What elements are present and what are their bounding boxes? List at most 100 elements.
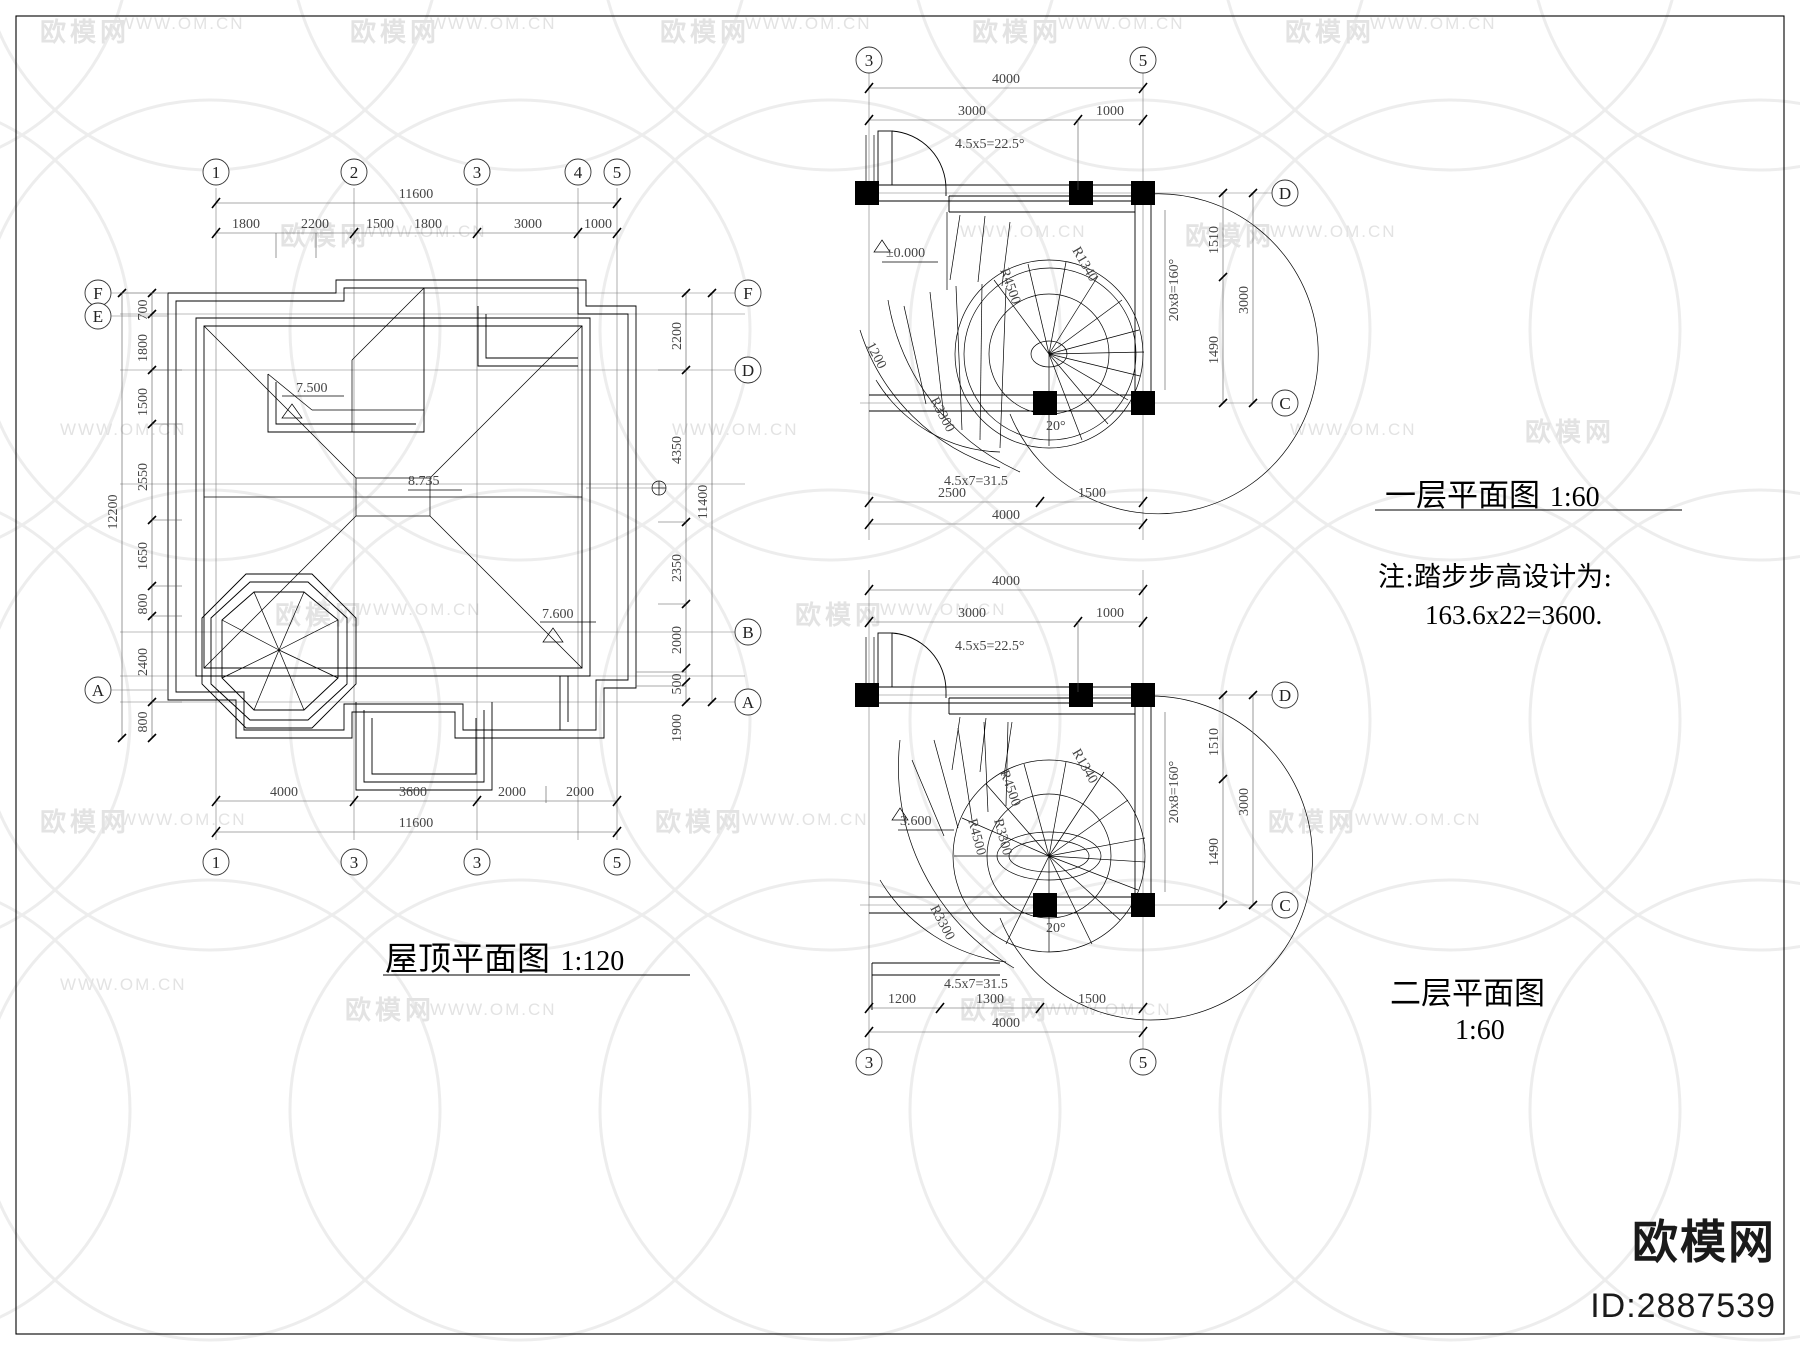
floor1-plan-title: 一层平面图 1:60 — [1385, 478, 1600, 514]
roof-bottom-seg-1: 3600 — [399, 785, 427, 800]
floor1-top-seg-1: 1000 — [1096, 104, 1124, 119]
level-mark-floor1: ±0.000 — [873, 239, 938, 263]
floor1-width-note: 1200 — [862, 340, 888, 372]
grid-bubble-top-1: 1 — [212, 163, 221, 182]
brand-logo: 欧模网 — [1632, 1215, 1776, 1269]
floor2-top-overall: 4000 — [992, 574, 1020, 589]
grid-bubble-right-A: A — [742, 693, 755, 712]
floor1-stair-plan-group: ±0.000 4000 3000 1000 3 5 — [855, 46, 1319, 540]
floor2-grid-right-C: C — [1279, 896, 1290, 915]
floor2-grid-right-D: D — [1279, 686, 1291, 705]
level-mark-floor2: 3.600 — [891, 807, 954, 831]
roof-left-seg-3: 2550 — [136, 463, 151, 491]
roof-bottom-seg-2: 2000 — [498, 785, 526, 800]
floor1-grid-top-5: 5 — [1139, 51, 1148, 70]
floor1-bottom-dims: 2500 1500 4000 — [864, 486, 1148, 530]
floor2-right-seg-1: 1490 — [1207, 838, 1222, 866]
roof-left-dims: 700 1800 1500 2550 1650 800 2400 800 122… — [106, 288, 182, 743]
roof-top-seg-0: 1800 — [232, 217, 260, 232]
floor2-radius-3: R3300 — [990, 817, 1014, 857]
grid-bubble-bot-2: 3 — [350, 853, 359, 872]
floor1-right-overall: 3000 — [1237, 286, 1252, 314]
floor1-tread-note: 20x8=160° — [1167, 259, 1182, 322]
roof-plan-group: 7.500 8.735 7.600 — [84, 158, 762, 876]
floor1-right-grid-bubbles: D C — [1271, 179, 1299, 417]
floor2-angle-small: 20° — [1046, 921, 1066, 936]
roof-plan-title: 屋顶平面图 1:120 — [385, 939, 625, 978]
floor2-bot-seg-0: 1200 — [888, 992, 916, 1007]
floor1-top-dims: 4000 3000 1000 — [864, 72, 1148, 190]
floor1-top-grid-bubbles: 3 5 — [855, 46, 1157, 74]
floor1-top-seg-0: 3000 — [958, 104, 986, 119]
floor2-tread-note: 20x8=160° — [1167, 761, 1182, 824]
floor2-level-text: 3.600 — [900, 814, 932, 829]
roof-elev-2: 8.735 — [408, 474, 440, 489]
floor2-radius-2: R4500 — [964, 817, 988, 857]
roof-top-seg-2: 1500 — [366, 217, 394, 232]
roof-bottom-overall: 11600 — [399, 816, 433, 831]
roof-right-seg-3: 2000 — [670, 626, 685, 654]
floor1-grid-right-C: C — [1279, 394, 1290, 413]
grid-bubble-bot-3: 3 — [473, 853, 482, 872]
roof-left-seg-5: 800 — [136, 594, 151, 615]
roof-right-seg-4: 500 — [670, 674, 685, 695]
floor1-right-seg-0: 1510 — [1207, 226, 1222, 254]
roof-bottom-dims: 4000 3600 2000 2000 11600 — [211, 785, 622, 838]
floor1-right-dims: 1510 1490 3000 20x8=160° — [1164, 188, 1258, 408]
roof-top-seg-4: 3000 — [514, 217, 542, 232]
spiral-stair-floor1 — [859, 193, 1319, 515]
floor2-angle-bottom: 4.5x7=31.5 — [944, 977, 1008, 992]
grid-bubble-right-F: F — [743, 284, 752, 303]
roof-left-seg-0: 700 — [136, 300, 151, 321]
floor2-grid-bot-5: 5 — [1139, 1053, 1148, 1072]
floor1-right-seg-1: 1490 — [1207, 336, 1222, 364]
roof-left-seg-2: 1500 — [136, 388, 151, 416]
asset-id-label: ID:2887539 — [1590, 1287, 1776, 1325]
floor1-angle-bottom: 4.5x7=31.5 — [944, 474, 1008, 489]
floor1-angle-small: 20° — [1046, 419, 1066, 434]
floor1-radius-1: R1340 — [1069, 245, 1101, 285]
floor1-top-overall: 4000 — [992, 72, 1020, 87]
floor1-grid-right-D: D — [1279, 184, 1291, 203]
roof-left-overall: 12200 — [106, 495, 121, 530]
roof-left-seg-4: 1650 — [136, 542, 151, 570]
columns-floor2 — [855, 683, 1155, 917]
stair-note-line2: 163.6x22=3600. — [1425, 600, 1603, 630]
roof-left-seg-6: 2400 — [136, 648, 151, 676]
roof-right-seg-0: 2200 — [670, 322, 685, 350]
grid-bubble-left-F: F — [93, 284, 102, 303]
floor1-radius-0: R4500 — [996, 266, 1023, 306]
roof-right-grid-bubbles: F D B A — [734, 279, 762, 716]
grid-bubble-left-E: E — [93, 307, 103, 326]
floor2-radius-4: R3300 — [926, 903, 957, 943]
floor2-right-dims: 1510 1490 3000 20x8=160° — [1164, 690, 1258, 910]
grid-bubble-top-5: 5 — [613, 163, 622, 182]
roof-top-grid-bubbles: 1 2 3 4 5 — [202, 158, 631, 186]
roof-top-overall: 11600 — [399, 187, 433, 202]
roof-top-dims: 11600 1800 2200 1500 1800 3000 1000 — [211, 187, 622, 258]
roof-right-overall: 11400 — [696, 485, 711, 519]
floor2-top-seg-0: 3000 — [958, 606, 986, 621]
grid-bubble-right-B: B — [742, 623, 753, 642]
floor1-bot-seg-1: 1500 — [1078, 486, 1106, 501]
floor1-angle-top: 4.5x5=22.5° — [955, 137, 1025, 152]
elevation-marks: 7.500 8.735 7.600 — [281, 381, 596, 643]
roof-bottom-seg-3: 2000 — [566, 785, 594, 800]
grid-bubble-bot-1: 1 — [212, 853, 221, 872]
grid-bubble-right-D: D — [742, 361, 754, 380]
sheet-border — [15, 15, 1785, 1335]
roof-elev-3: 7.600 — [542, 607, 574, 622]
grid-bubble-left-A: A — [92, 681, 105, 700]
grid-bubble-top-4: 4 — [574, 163, 583, 182]
roof-right-seg-2: 2350 — [670, 554, 685, 582]
roof-right-seg-5: 1900 — [670, 714, 685, 742]
floor2-right-seg-0: 1510 — [1207, 728, 1222, 756]
floor2-radius-1: R1340 — [1069, 747, 1101, 787]
floor2-right-grid-bubbles: D C — [1271, 681, 1299, 919]
floor2-angle-top: 4.5x5=22.5° — [955, 639, 1025, 654]
grid-bubble-bot-4: 5 — [613, 853, 622, 872]
roof-bottom-seg-0: 4000 — [270, 785, 298, 800]
floor2-top-seg-1: 1000 — [1096, 606, 1124, 621]
